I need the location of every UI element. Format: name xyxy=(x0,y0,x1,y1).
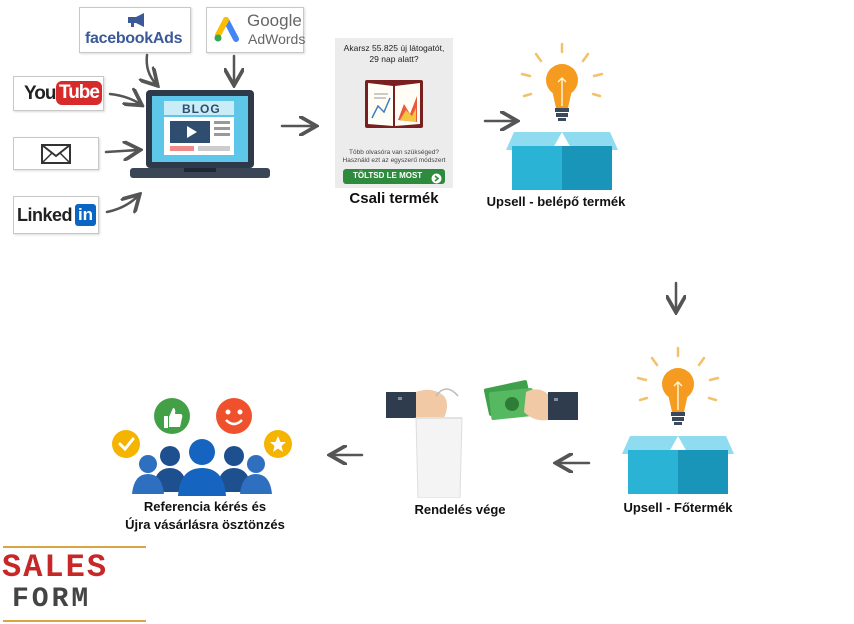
order-end-caption: Rendelés vége xyxy=(414,502,506,517)
bulb-box-main xyxy=(622,344,734,496)
megaphone-icon xyxy=(126,12,148,33)
facebook-ads-logo: facebookAds xyxy=(79,7,191,53)
order-exchange-illustration xyxy=(386,378,578,499)
google-text: Google xyxy=(247,11,302,30)
chevron-right-icon xyxy=(431,171,442,189)
google-adwords-logo: Google AdWords xyxy=(206,7,306,53)
youtube-you-text: You xyxy=(24,83,57,104)
youtube-logo: You Tube xyxy=(13,76,104,111)
lead-magnet-card: Akarsz 55.825 új látogatót, 29 nap alatt… xyxy=(335,38,453,188)
envelope-icon xyxy=(41,144,71,169)
upsell-entry-caption: Upsell - belépő termék xyxy=(486,194,626,209)
laptop-blog: BLOG xyxy=(130,88,270,184)
linkedin-in-badge: in xyxy=(75,204,96,226)
adwords-text: AdWords xyxy=(248,31,306,47)
logo-line-sales: SALES xyxy=(2,549,109,586)
check-bubble-icon xyxy=(112,430,140,458)
lead-magnet-subtext-2: Használd ezt az egyszerű módszert xyxy=(342,157,446,164)
bulb-box-entry xyxy=(506,40,618,192)
youtube-tube-badge: Tube xyxy=(56,81,102,105)
logo-bottom-rule xyxy=(3,620,146,622)
download-now-button[interactable]: TÖLTSD LE MOST xyxy=(343,169,445,184)
salesform-logo: SALES FORM xyxy=(0,546,150,624)
logo-top-rule xyxy=(3,546,146,548)
email-logo xyxy=(13,137,99,170)
linkedin-text: Linked xyxy=(17,205,73,225)
adwords-icon xyxy=(213,17,239,48)
download-now-label: TÖLTSD LE MOST xyxy=(353,171,423,180)
arrow-linkedin xyxy=(105,196,138,212)
arrow-facebook xyxy=(147,53,156,84)
lead-magnet-book-image xyxy=(362,74,426,143)
referral-caption-line1: Referencia kérés és xyxy=(143,499,267,514)
blog-label: BLOG xyxy=(182,102,221,116)
lead-magnet-headline: Akarsz 55.825 új látogatót, 29 nap alatt… xyxy=(343,43,445,64)
logo-line-form: FORM xyxy=(12,584,92,615)
arrow-email xyxy=(104,150,138,152)
lead-magnet-subtext-1: Több olvasóra van szükséged? xyxy=(349,149,439,156)
arrow-youtube xyxy=(108,94,140,104)
smile-bubble-icon xyxy=(216,398,252,434)
star-bubble-icon xyxy=(264,430,292,458)
facebook-ads-text: facebookAds xyxy=(85,30,183,47)
upsell-main-caption: Upsell - Főtermék xyxy=(623,500,733,515)
linkedin-logo: Linked in xyxy=(13,196,99,234)
thumbs-up-bubble-icon xyxy=(154,398,190,434)
lead-magnet-caption: Csali termék xyxy=(349,190,439,207)
referral-caption-line2: Újra vásárlásra ösztönzés xyxy=(125,517,285,532)
referral-illustration xyxy=(108,396,300,496)
